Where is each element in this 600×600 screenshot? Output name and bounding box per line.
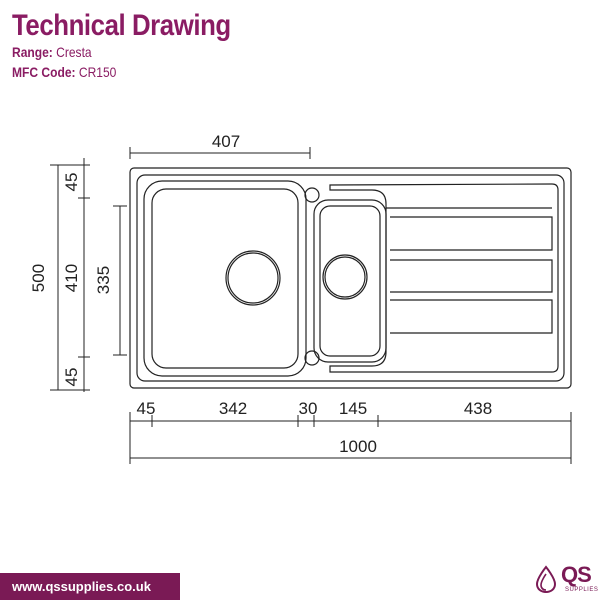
half-bowl-inner (319, 205, 381, 357)
dim-label-335: 335 (94, 266, 113, 294)
dim-label-438: 438 (464, 399, 492, 418)
main-bowl-outer (143, 180, 307, 377)
website-link[interactable]: www.qssupplies.co.uk (12, 579, 151, 594)
dim-label-407: 407 (212, 132, 240, 151)
dim-label-top-margin: 45 (62, 173, 81, 192)
dim-label-342: 342 (219, 399, 247, 418)
dim-label-500: 500 (29, 264, 48, 292)
sink-rim (136, 174, 565, 382)
website-banner: www.qssupplies.co.uk (0, 573, 180, 600)
page-title: Technical Drawing (12, 9, 231, 42)
logo-subtitle: SUPPLIES (565, 587, 599, 593)
dim-label-410: 410 (62, 264, 81, 292)
water-drop-icon (535, 565, 557, 593)
mfc-code-line: MFC Code: CR150 (12, 64, 116, 80)
main-bowl-waste-outer (225, 250, 281, 306)
mfc-code-value: CR150 (78, 64, 117, 80)
dim-label-left-margin: 45 (137, 399, 156, 418)
dim-label-1000: 1000 (339, 437, 377, 456)
mfc-code-label: MFC Code: (12, 64, 76, 80)
half-bowl-waste-inner (324, 256, 366, 298)
dim-label-30: 30 (299, 399, 318, 418)
qs-supplies-logo: QS SUPPLIES (533, 562, 599, 597)
tap-hole-top (304, 187, 320, 203)
drainer-rib-1 (390, 216, 553, 251)
drainer-rib-3 (390, 299, 553, 334)
main-bowl-inner (151, 188, 299, 369)
range-line: Range: Cresta (12, 44, 92, 60)
range-value: Cresta (56, 44, 92, 60)
sink-outline (129, 167, 572, 389)
logo-wordmark: QS (561, 562, 592, 587)
half-bowl-waste-outer (322, 254, 368, 300)
tap-hole-bottom (304, 350, 320, 366)
drainer-outline (329, 183, 559, 373)
dim-label-bottom-margin: 45 (62, 368, 81, 387)
drainer-rib-2 (390, 259, 553, 293)
dim-label-145: 145 (339, 399, 367, 418)
main-bowl-waste-inner (227, 252, 279, 304)
range-label: Range: (12, 44, 53, 60)
